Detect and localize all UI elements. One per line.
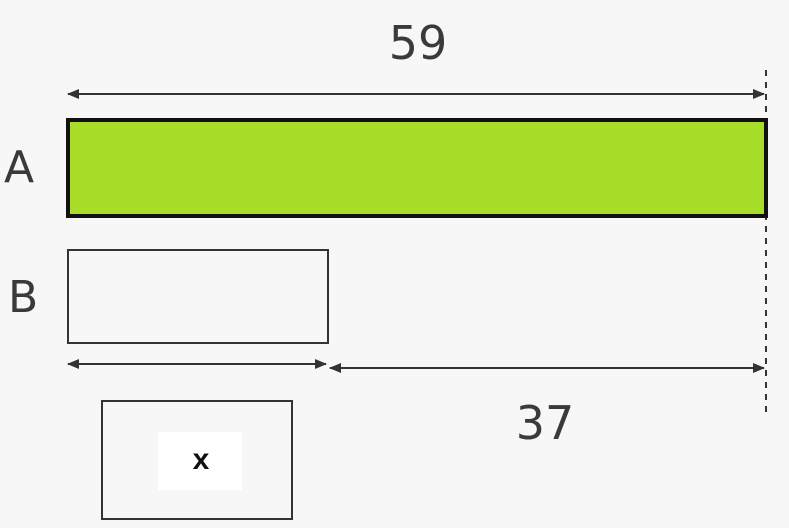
unknown-label-backing	[158, 432, 242, 490]
bar-a	[66, 118, 768, 218]
unknown-value-label: x	[192, 443, 210, 476]
difference-value-label: 37	[515, 396, 575, 450]
bar-b-label: B	[8, 272, 39, 323]
bar-a-label: A	[4, 142, 35, 193]
total-value-label: 59	[388, 16, 448, 70]
unknown-box	[101, 400, 293, 520]
bar-b	[67, 249, 329, 344]
